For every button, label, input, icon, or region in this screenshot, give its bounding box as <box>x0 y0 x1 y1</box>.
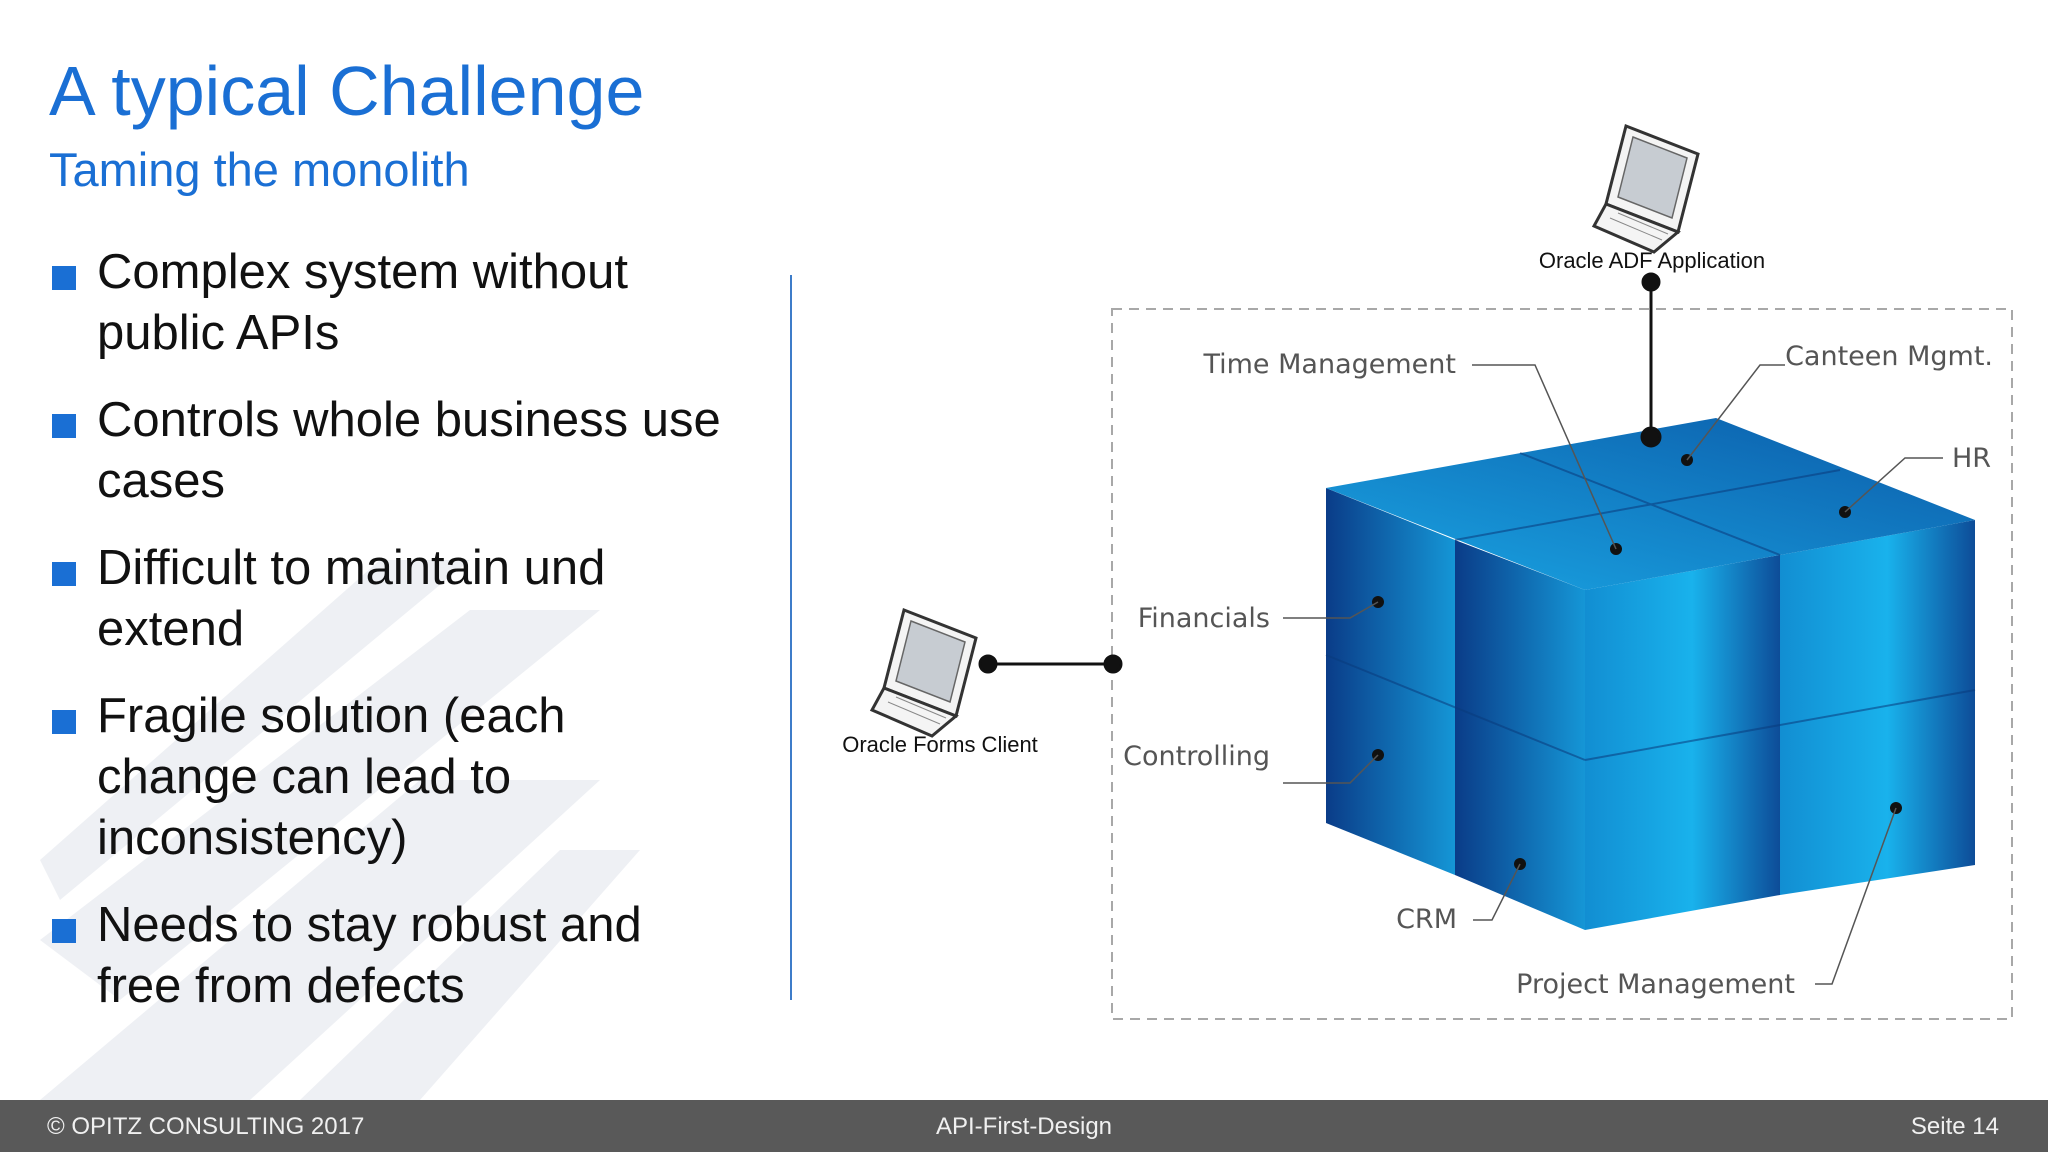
monolith-diagram: Oracle ADF Application Oracle Forms Clie… <box>842 123 2013 1020</box>
module-label-controlling: Controlling <box>1123 741 1270 772</box>
footer-topic: API-First-Design <box>935 1113 1113 1140</box>
laptop-icon <box>869 607 978 738</box>
column-divider <box>790 275 792 1000</box>
laptop-icon <box>1591 123 1700 254</box>
client-label-adf: Oracle ADF Application <box>1539 248 1765 273</box>
leader-lines <box>1283 364 1943 985</box>
footer-copyright: © OPITZ CONSULTING 2017 <box>47 1113 365 1140</box>
slide-title: A typical Challenge <box>49 52 645 130</box>
bullet-square-icon <box>52 414 76 438</box>
client-connectors <box>978 272 1662 674</box>
module-label-canteen: Canteen Mgmt. <box>1785 341 1993 372</box>
bullet-square-icon <box>52 266 76 290</box>
bullet-square-icon <box>52 710 76 734</box>
slide-subtitle: Taming the monolith <box>49 143 470 196</box>
client-label-forms: Oracle Forms Client <box>842 732 1038 757</box>
module-label-hr: HR <box>1952 443 1991 474</box>
bullet-square-icon <box>52 562 76 586</box>
module-label-crm: CRM <box>1396 904 1457 935</box>
module-label-project-management: Project Management <box>1516 969 1795 1000</box>
footer-page-number: Seite 14 <box>1910 1113 1999 1140</box>
bullet-square-icon <box>52 919 76 943</box>
watermark-logo <box>40 560 640 1100</box>
monolith-cube <box>1325 418 1976 930</box>
footer-bar: © OPITZ CONSULTING 2017 API-First-Design… <box>0 1100 2048 1152</box>
module-label-time-management: Time Management <box>1202 349 1456 380</box>
module-label-financials: Financials <box>1138 603 1270 634</box>
